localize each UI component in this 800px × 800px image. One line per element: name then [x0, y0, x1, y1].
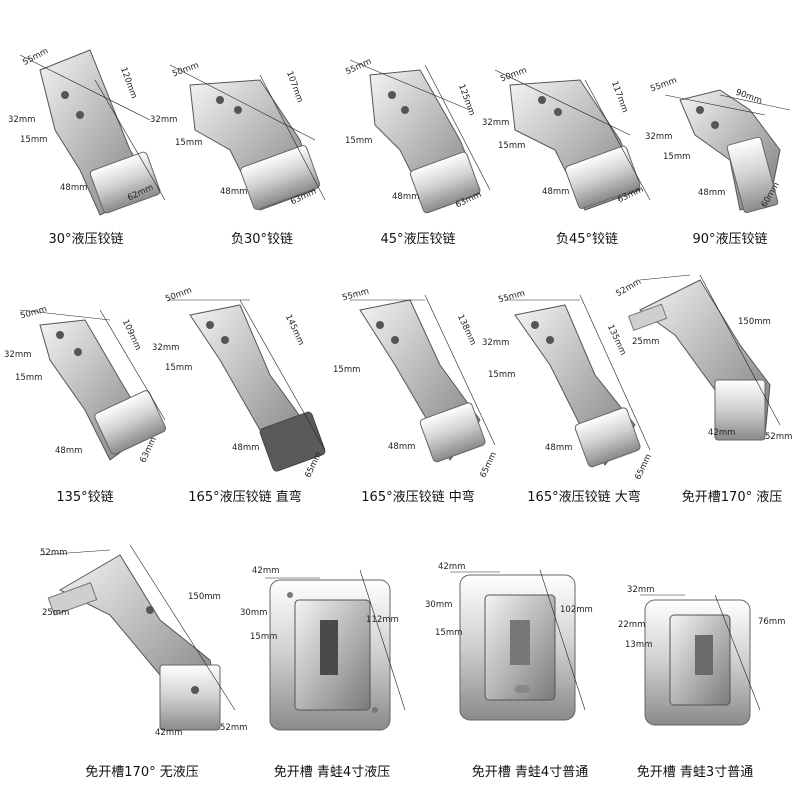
caption: 165°液压铰链 大弯 — [527, 490, 641, 505]
hinge-item-7: 50mm 145mm 32mm 15mm 48mm 65mm 165°液压铰链 … — [150, 280, 340, 505]
hinge-165-large-bend-image — [505, 294, 651, 468]
dim-plate-width: 52mm — [220, 723, 248, 733]
hinge-frog-4in-hydraulic-image — [265, 569, 406, 731]
hinge-90-hydraulic-image — [664, 89, 791, 214]
hinge-item-1: 55mm 120mm 32mm 15mm 48mm 62mm 30°液压铰链 — [0, 40, 165, 247]
dim-cup-offset: 32mm — [645, 132, 673, 142]
dim-plate-holes: 48mm — [542, 187, 570, 197]
dim-plate-holes: 48mm — [55, 446, 83, 456]
dim-plate-holes: 48mm — [60, 183, 88, 193]
caption: 45°液压铰链 — [380, 232, 456, 247]
dim-plate-holes: 48mm — [220, 187, 248, 197]
hinge-item-2: 50mm 107mm 32mm 15mm 48mm 63mm 负30°铰链 — [150, 40, 330, 247]
dim-length: 112mm — [366, 615, 399, 625]
caption: 免开槽170° 液压 — [681, 490, 783, 505]
hinge-item-4: 50mm 117mm 32mm 15mm 48mm 63mm 负45°铰链 — [480, 40, 660, 247]
dim-width: 32mm — [627, 585, 655, 595]
hinge-30-hydraulic-image — [19, 49, 165, 216]
dim-length: 102mm — [560, 605, 593, 615]
caption: 135°铰链 — [56, 490, 114, 505]
hinge-item-9: 55mm 135mm 32mm 15mm 48mm 65mm 165°液压铰链 … — [480, 280, 660, 505]
dim-plate-holes: 42mm — [155, 728, 183, 738]
hinge-item-3: 55mm 125mm 15mm 48mm 63mm 45°液压铰链 — [330, 40, 495, 247]
dim-plate-holes: 48mm — [545, 443, 573, 453]
caption: 165°液压铰链 直弯 — [188, 490, 302, 505]
dim-cup-offset: 32mm — [8, 115, 36, 125]
dim-cup-depth: 15mm — [20, 135, 48, 145]
dim-cup-depth: 15mm — [498, 141, 526, 151]
dim-plate-holes: 48mm — [232, 443, 260, 453]
dim-cup-depth: 15mm — [663, 152, 691, 162]
dim-cup-offset: 30mm — [240, 608, 268, 618]
hinge-45-hydraulic-image — [349, 59, 491, 214]
hinge-item-14: 32mm 22mm 76mm 13mm 免开槽 青蛙3寸普通 — [610, 580, 800, 780]
hinge-item-6: 50mm 109mm 32mm 15mm 48mm 63mm 135°铰链 — [0, 280, 170, 505]
caption: 免开槽 青蛙3寸普通 — [636, 765, 754, 780]
dim-cup-depth: 13mm — [625, 640, 653, 650]
hinge-item-10: 52mm 150mm 25mm 42mm 52mm 免开槽170° 液压 — [614, 265, 800, 505]
dim-cup-depth: 15mm — [165, 363, 193, 373]
dim-cup-offset: 32mm — [150, 115, 178, 125]
hinge-135-image — [19, 309, 167, 461]
caption: 负45°铰链 — [555, 232, 619, 247]
dim-cup-depth: 15mm — [333, 365, 361, 375]
hinge-frog-4in-normal-image — [450, 569, 586, 721]
dim-width: 42mm — [438, 562, 466, 572]
caption: 免开槽 青蛙4寸液压 — [273, 765, 391, 780]
dim-cup-depth: 15mm — [435, 628, 463, 638]
dim-cup-offset: 32mm — [482, 338, 510, 348]
dim-cup-offset: 22mm — [618, 620, 646, 630]
dim-cup-depth: 15mm — [15, 373, 43, 383]
dim-cup-offset: 32mm — [482, 118, 510, 128]
hinge-neg45-image — [494, 69, 651, 211]
hinge-170-no-groove-hydraulic-image — [627, 274, 781, 441]
hinge-item-11: 52mm 150mm 25mm 42mm 52mm 免开槽170° 无液压 — [20, 540, 250, 780]
dim-cup-depth: 15mm — [488, 370, 516, 380]
hinge-frog-3in-normal-image — [640, 594, 761, 726]
dim-plate-holes: 48mm — [392, 192, 420, 202]
dim-width: 52mm — [40, 548, 68, 558]
hinge-165-straight-image — [168, 299, 326, 472]
dim-cup-offset: 25mm — [42, 608, 70, 618]
hinge-item-5: 55mm 90mm 32mm 15mm 48mm 60mm 90°液压铰链 — [640, 40, 800, 247]
dim-plate-holes: 48mm — [698, 188, 726, 198]
dim-cup-depth: 15mm — [175, 138, 203, 148]
caption: 负30°铰链 — [230, 232, 294, 247]
dim-cup-depth: 15mm — [250, 632, 278, 642]
dim-plate-holes: 42mm — [708, 428, 736, 438]
dim-cup-offset: 30mm — [425, 600, 453, 610]
caption: 90°液压铰链 — [692, 232, 768, 247]
dim-cup-depth: 15mm — [345, 136, 373, 146]
dim-plate-width: 52mm — [765, 432, 793, 442]
caption: 165°液压铰链 中弯 — [361, 490, 475, 505]
dim-length: 76mm — [758, 617, 786, 627]
dim-length: 150mm — [738, 317, 771, 327]
hinge-item-12: 42mm 30mm 112mm 15mm 免开槽 青蛙4寸液压 — [240, 560, 420, 780]
dim-cup-offset: 32mm — [4, 350, 32, 360]
caption: 30°液压铰链 — [48, 232, 124, 247]
dim-cup-offset: 25mm — [632, 337, 660, 347]
caption: 免开槽 青蛙4寸普通 — [471, 765, 589, 780]
dim-length: 150mm — [188, 592, 221, 602]
caption: 免开槽170° 无液压 — [85, 765, 199, 780]
hinge-neg30-image — [169, 64, 326, 211]
dim-width: 42mm — [252, 566, 280, 576]
hinge-165-medium-bend-image — [350, 294, 496, 463]
hinge-170-no-groove-non-hydraulic-image — [39, 544, 236, 731]
hinge-item-13: 42mm 30mm 102mm 15mm 免开槽 青蛙4寸普通 — [420, 560, 610, 780]
dim-cup-offset: 32mm — [152, 343, 180, 353]
dim-plate-holes: 48mm — [388, 442, 416, 452]
hinge-item-8: 55mm 138mm 15mm 48mm 65mm 165°液压铰链 中弯 — [330, 280, 505, 505]
